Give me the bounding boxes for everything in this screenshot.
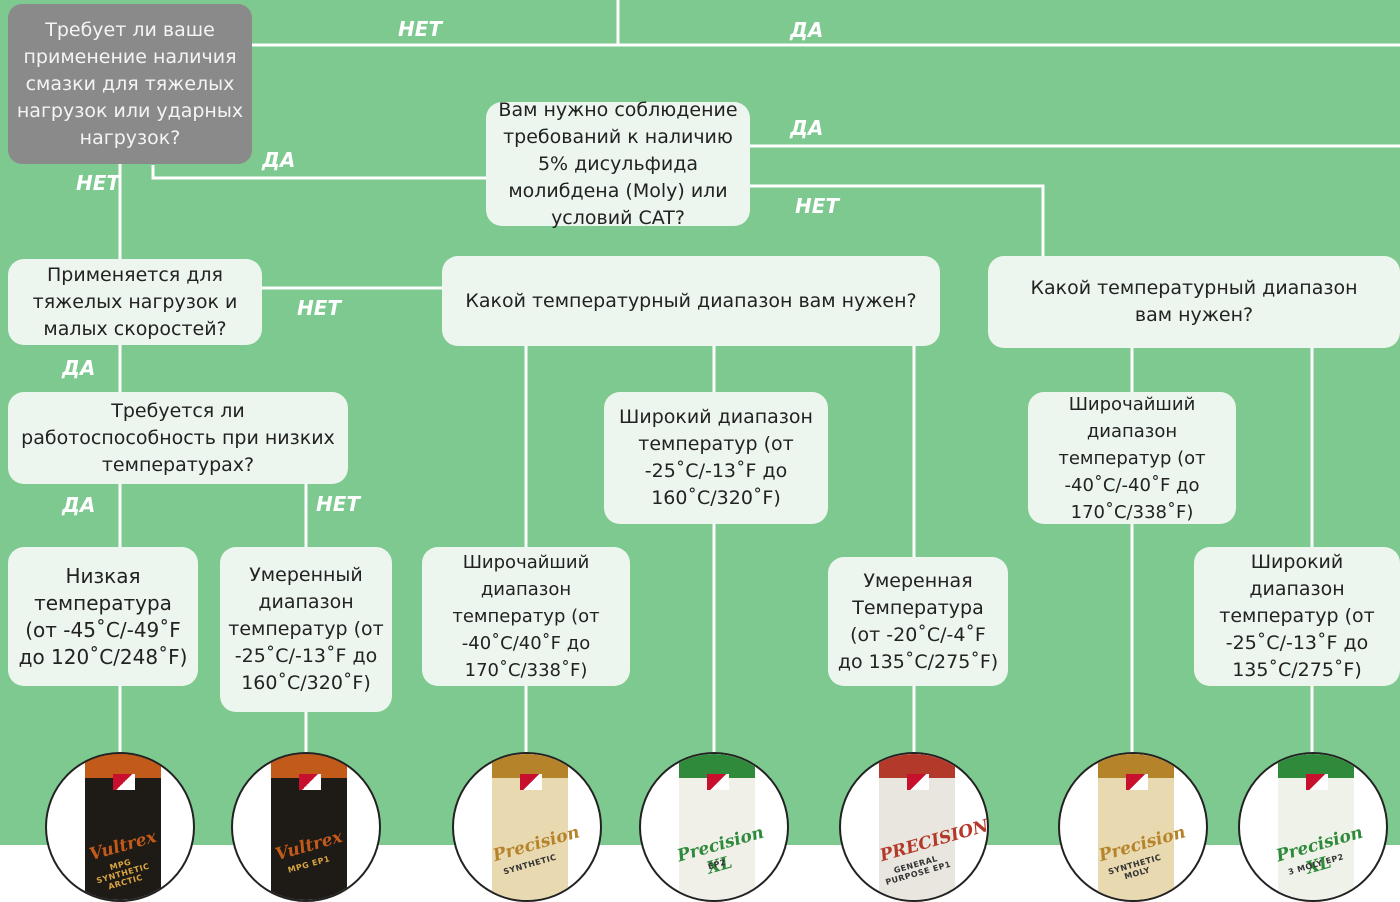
range-wide-right: Широкий диапазон температур (от -25˚C/-1… xyxy=(1194,547,1400,686)
label-no: НЕТ xyxy=(76,171,121,195)
question-temp-range-right: Какой температурный диапазон вам нужен? xyxy=(988,256,1400,348)
product-image-5: PRECISION GENERAL PURPOSE EP1 xyxy=(839,752,989,902)
product-image-2: Vultrex MPG EP1 xyxy=(231,752,381,902)
range-low: Низкая температура (от -45˚C/-49˚F до 12… xyxy=(8,547,198,686)
product-image-1: Vultrex MPG SYNTHETIC ARCTIC xyxy=(45,752,195,902)
question-moly: Вам нужно соблюдение требований к наличи… xyxy=(486,99,750,229)
petro-canada-logo-icon xyxy=(113,774,135,790)
label-yes: ДА xyxy=(62,356,96,380)
range-moderate-temp: Умеренная Температура (от -20˚C/-4˚F до … xyxy=(828,557,1008,686)
question-low-speed: Применяется для тяжелых нагрузок и малых… xyxy=(8,259,262,345)
range-widest-right: Широчайший диапазон температур (от -40˚C… xyxy=(1028,392,1236,524)
product-tube: PRECISION GENERAL PURPOSE EP1 xyxy=(878,754,987,900)
petro-canada-logo-icon xyxy=(520,774,542,790)
question-heavy-load: Требует ли ваше применение наличия смазк… xyxy=(8,4,252,164)
product-tube: Vultrex MPG SYNTHETIC ARCTIC xyxy=(85,754,161,900)
label-yes: ДА xyxy=(790,18,824,42)
product-tube: Vultrex MPG EP1 xyxy=(271,754,347,900)
range-moderate: Умеренный диапазон температур (от -25˚C/… xyxy=(220,547,392,712)
product-image-4: Precision XL EP2 xyxy=(639,752,789,902)
flowchart: Требует ли ваше применение наличия смазк… xyxy=(0,0,1400,845)
petro-canada-logo-icon xyxy=(1306,774,1328,790)
product-image-3: Precision SYNTHETIC xyxy=(452,752,602,902)
product-image-6: Precision SYNTHETIC MOLY xyxy=(1058,752,1208,902)
label-no: НЕТ xyxy=(297,296,342,320)
petro-canada-logo-icon xyxy=(907,774,929,790)
label-no: НЕТ xyxy=(316,492,361,516)
petro-canada-logo-icon xyxy=(1126,774,1148,790)
product-tube: Precision XL EP2 xyxy=(675,754,766,900)
product-tube: Precision SYNTHETIC MOLY xyxy=(1097,754,1188,900)
range-wide-mid: Широкий диапазон температур (от -25˚C/-1… xyxy=(604,392,828,524)
product-image-7: Precision XL 3 MOLY EP2 xyxy=(1238,752,1388,902)
label-yes: ДА xyxy=(790,116,824,140)
petro-canada-logo-icon xyxy=(299,774,321,790)
petro-canada-logo-icon xyxy=(707,774,729,790)
label-yes: ДА xyxy=(62,493,96,517)
range-widest-mid: Широчайший диапазон температур (от -40˚C… xyxy=(422,547,630,686)
question-low-temp: Требуется ли работоспособность при низки… xyxy=(8,392,348,484)
product-tube: Precision XL 3 MOLY EP2 xyxy=(1274,754,1365,900)
label-no: НЕТ xyxy=(795,194,840,218)
product-tube: Precision SYNTHETIC xyxy=(491,754,582,900)
question-temp-range-mid: Какой температурный диапазон вам нужен? xyxy=(442,256,940,346)
connector-lines xyxy=(118,0,1400,765)
label-no: НЕТ xyxy=(398,17,443,41)
label-yes: ДА xyxy=(262,148,296,172)
